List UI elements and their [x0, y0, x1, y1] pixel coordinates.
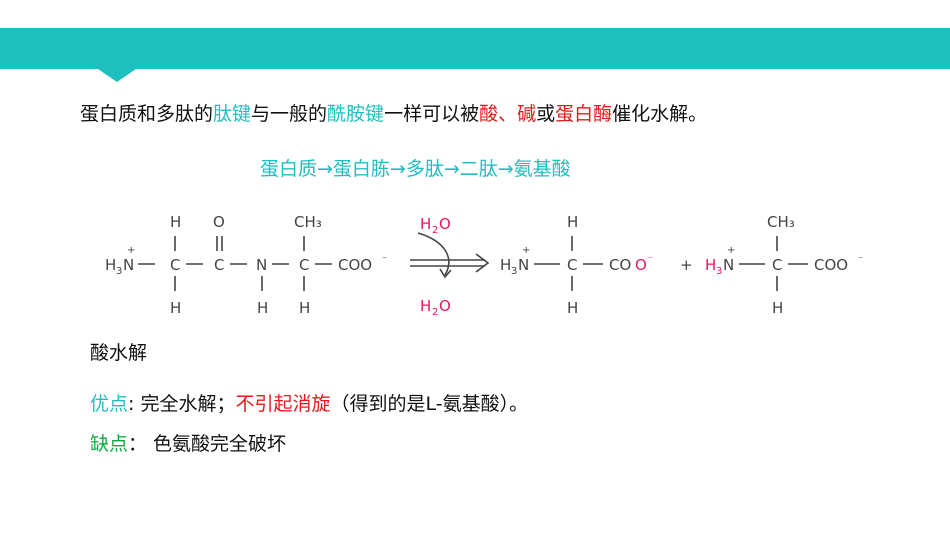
disadvantage-label: 缺点: [90, 433, 129, 455]
dipeptide-h-bottom-1: H: [170, 299, 181, 317]
water-in-o: O: [439, 215, 451, 233]
glycine-structure: H 3 N + C H H CO O ⁻: [500, 213, 653, 317]
alanine-h-bottom: H: [772, 299, 783, 317]
glycine-alpha-c: C: [567, 256, 577, 274]
disadvantage-line: 缺点： 色氨酸完全破坏: [90, 431, 286, 457]
alanine-plus-charge: +: [727, 245, 735, 256]
glycine-h-bottom: H: [567, 299, 578, 317]
dipeptide-alpha-c2: C: [299, 256, 309, 274]
dipeptide-carbonyl-o: O: [213, 213, 225, 231]
header-band: [0, 28, 950, 69]
alanine-h3-red: H: [705, 256, 716, 274]
dipeptide-carbonyl-c: C: [214, 256, 224, 274]
dipeptide-h-top-1: H: [170, 213, 181, 231]
hydrolysis-pathway: 蛋白质→蛋白胨→多肽→二肽→氨基酸: [260, 158, 571, 180]
dipeptide-minus: ⁻: [382, 255, 387, 266]
alanine-structure: H 3 N + C CH₃ H COO ⁻: [705, 213, 863, 317]
advantage-text: : 完全水解；: [128, 393, 236, 415]
glycine-co: CO: [609, 256, 631, 274]
intro-text-1: 蛋白质和多肽的: [80, 103, 214, 125]
alanine-minus: ⁻: [858, 255, 863, 266]
water-in-sub: 2: [432, 225, 438, 236]
advantage-line: 优点: 完全水解；不引起消旋（得到的是L-氨基酸）。: [90, 391, 528, 417]
intro-sentence: 蛋白质和多肽的肽键与一般的酰胺键一样可以被酸、碱或蛋白酶催化水解。: [80, 101, 707, 127]
glycine-plus-charge: +: [522, 245, 530, 256]
intro-text-3: 一样可以被: [384, 103, 480, 125]
header-band-notch: [98, 69, 136, 82]
advantage-rest: （得到的是L-氨基酸）。: [330, 393, 529, 415]
intro-text-2: 与一般的: [251, 103, 328, 125]
water-out-sub: 2: [432, 307, 438, 318]
term-amide-bond: 酰胺键: [327, 103, 385, 125]
alanine-ch3: CH₃: [767, 213, 795, 231]
glycine-o-red: O: [635, 256, 647, 274]
alanine-h3n-sub: 3: [716, 266, 722, 277]
glycine-h3n-h: H: [500, 256, 511, 274]
term-acid-base: 酸、碱: [479, 103, 537, 125]
disadvantage-text: ： 色氨酸完全破坏: [128, 433, 287, 455]
term-peptide-bond: 肽键: [213, 103, 252, 125]
intro-text-5: 催化水解。: [612, 103, 708, 125]
water-in-h: H: [420, 215, 431, 233]
glycine-h3n-n: N: [518, 256, 529, 274]
advantage-label: 优点: [90, 393, 129, 415]
alanine-h3n-n: N: [723, 256, 734, 274]
dipeptide-ch3: CH₃: [294, 213, 322, 231]
water-out-o: O: [439, 297, 451, 315]
dipeptide-coo: COO: [338, 256, 372, 274]
dipeptide-alpha-c1: C: [170, 256, 180, 274]
glycine-minus: ⁻: [648, 255, 653, 266]
plus-sign: +: [680, 256, 693, 274]
dipeptide-h-bottom-2: H: [299, 299, 310, 317]
intro-text-4: 或: [536, 103, 556, 125]
hydrolysis-arrow: H 2 O H 2 O: [410, 215, 490, 318]
acid-hydrolysis-heading: 酸水解: [90, 342, 148, 364]
dipeptide-hydrolysis-diagram: H 3 N + C H H C O N H C CH₃ H COO ⁻ H 2 …: [105, 213, 863, 318]
dipeptide-h3n-n: N: [123, 256, 134, 274]
dipeptide-h3n-sub: 3: [116, 266, 122, 277]
dipeptide-plus-charge: +: [127, 245, 135, 256]
dipeptide-h3n-h: H: [105, 256, 116, 274]
alanine-alpha-c: C: [772, 256, 782, 274]
water-out-h: H: [420, 297, 431, 315]
term-protease: 蛋白酶: [555, 103, 613, 125]
dipeptide-amide-n: N: [256, 256, 267, 274]
glycine-h-top: H: [567, 213, 578, 231]
dipeptide-structure: H 3 N + C H H C O N H C CH₃ H COO ⁻: [105, 213, 387, 317]
glycine-h3n-sub: 3: [511, 266, 517, 277]
alanine-coo: COO: [814, 256, 848, 274]
advantage-highlight: 不引起消旋: [235, 393, 331, 415]
dipeptide-amide-h: H: [257, 299, 268, 317]
